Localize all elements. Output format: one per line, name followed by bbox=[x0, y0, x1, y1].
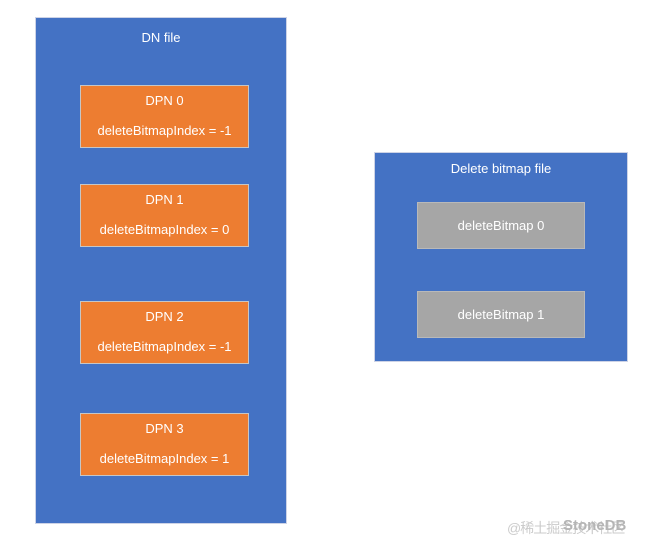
dpn-0-delete-bitmap-index: deleteBitmapIndex = -1 bbox=[97, 123, 232, 138]
dpn-1-box: DPN 1 deleteBitmapIndex = 0 bbox=[80, 184, 249, 247]
delete-bitmap-0-box: deleteBitmap 0 bbox=[417, 202, 585, 249]
dpn-2-box: DPN 2 deleteBitmapIndex = -1 bbox=[80, 301, 249, 364]
watermark-stonedb-text: StoneDB bbox=[563, 517, 627, 534]
dpn-3-box: DPN 3 deleteBitmapIndex = 1 bbox=[80, 413, 249, 476]
dpn-2-delete-bitmap-index: deleteBitmapIndex = -1 bbox=[97, 339, 232, 354]
dpn-1-delete-bitmap-index: deleteBitmapIndex = 0 bbox=[99, 222, 230, 237]
delete-bitmap-file-container: Delete bitmap file deleteBitmap 0 delete… bbox=[374, 152, 628, 362]
delete-bitmap-file-title: Delete bitmap file bbox=[450, 161, 552, 176]
dn-file-title: DN file bbox=[141, 30, 181, 45]
dpn-1-title: DPN 1 bbox=[145, 192, 184, 207]
dn-file-container: DN file DPN 0 deleteBitmapIndex = -1 DPN… bbox=[35, 17, 287, 524]
watermark-chinese-text: @稀土掘金技术社区 bbox=[507, 520, 625, 536]
dpn-3-title: DPN 3 bbox=[145, 421, 184, 436]
delete-bitmap-1-box: deleteBitmap 1 bbox=[417, 291, 585, 338]
dpn-2-title: DPN 2 bbox=[145, 309, 184, 324]
delete-bitmap-0-label: deleteBitmap 0 bbox=[457, 217, 545, 233]
delete-bitmap-1-label: deleteBitmap 1 bbox=[457, 306, 545, 322]
dpn-0-title: DPN 0 bbox=[145, 93, 184, 108]
dpn-0-box: DPN 0 deleteBitmapIndex = -1 bbox=[80, 85, 249, 148]
dpn-3-delete-bitmap-index: deleteBitmapIndex = 1 bbox=[99, 451, 230, 466]
watermark: @稀土掘金技术社区 StoneDB bbox=[507, 516, 657, 536]
